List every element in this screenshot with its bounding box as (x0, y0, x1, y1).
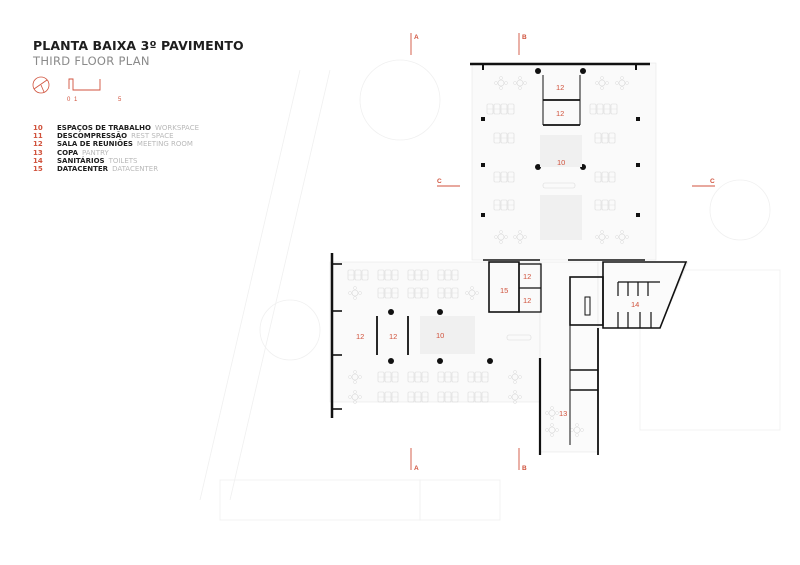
room-label-meeting: 12 (523, 296, 531, 305)
section-marker-c-right: C (710, 178, 715, 185)
legend-item-rest-space: 11 DESCOMPRESSÃO REST SPACE (33, 132, 199, 140)
scale-bar: 0 1 5 (32, 76, 122, 103)
legend-name-en: DATACENTER (112, 165, 159, 174)
legend-name-pt: COPA (57, 148, 78, 157)
legend-number: 10 (33, 124, 43, 132)
legend-name-pt: SALA DE REUNIÕES (57, 140, 133, 149)
room-label-pantry: 13 (559, 409, 567, 418)
page-subtitle: THIRD FLOOR PLAN (33, 54, 150, 68)
legend-name-pt: DATACENTER (57, 165, 109, 174)
legend-name-en: REST SPACE (131, 132, 174, 141)
legend-name-en: WORKSPACE (154, 124, 200, 132)
section-marker-b-top: B (522, 34, 527, 41)
room-label-workspace: 10 (436, 331, 444, 340)
legend-item-meeting-room: 12 SALA DE REUNIÕES MEETING ROOM (33, 140, 199, 148)
legend-item-workspace: 10 ESPAÇOS DE TRABALHO WORKSPACE (33, 124, 199, 132)
site-context (199, 59, 781, 521)
room-label-datacenter: 15 (500, 286, 508, 295)
walls (330, 62, 688, 455)
scale-tick-0: 0 (67, 97, 71, 103)
section-markers (410, 33, 715, 470)
legend-number: 14 (33, 156, 43, 165)
legend-name-pt: SANITÁRIOS (57, 156, 105, 165)
room-label-meeting: 12 (556, 83, 564, 92)
legend-item-datacenter: 15 DATACENTER DATACENTER (33, 165, 199, 173)
legend-number: 11 (33, 132, 43, 141)
north-arrow-icon (32, 76, 50, 94)
room-legend: 10 ESPAÇOS DE TRABALHO WORKSPACE 11 DESC… (33, 124, 199, 173)
section-marker-b-bottom: B (522, 465, 527, 472)
legend-item-pantry: 13 COPA PANTRY (33, 149, 199, 157)
columns (388, 68, 640, 364)
room-label-meeting: 12 (389, 332, 397, 341)
legend-name-pt: ESPAÇOS DE TRABALHO (57, 124, 151, 132)
legend-number: 12 (33, 140, 43, 149)
room-label-meeting: 12 (356, 332, 364, 341)
room-label-meeting: 12 (556, 109, 564, 118)
page-title: PLANTA BAIXA 3º PAVIMENTO (33, 38, 244, 53)
room-label-workspace: 10 (557, 158, 565, 167)
legend-name-en: MEETING ROOM (136, 140, 193, 149)
section-marker-a-top: A (414, 34, 419, 41)
legend-name-pt: DESCOMPRESSÃO (57, 132, 128, 141)
section-marker-c-left: C (437, 178, 442, 185)
furniture-south (347, 269, 584, 437)
legend-number: 13 (33, 148, 43, 157)
furniture-north (486, 76, 629, 244)
scale-tick-5: 5 (118, 97, 122, 103)
legend-name-en: PANTRY (82, 148, 109, 157)
room-label-toilets: 14 (631, 300, 639, 309)
legend-item-toilets: 14 SANITÁRIOS TOILETS (33, 157, 199, 165)
legend-number: 15 (33, 165, 43, 174)
legend-name-en: TOILETS (108, 156, 138, 165)
room-label-meeting: 12 (523, 272, 531, 281)
section-marker-a-bottom: A (414, 465, 419, 472)
scale-tick-1: 1 (74, 97, 78, 103)
